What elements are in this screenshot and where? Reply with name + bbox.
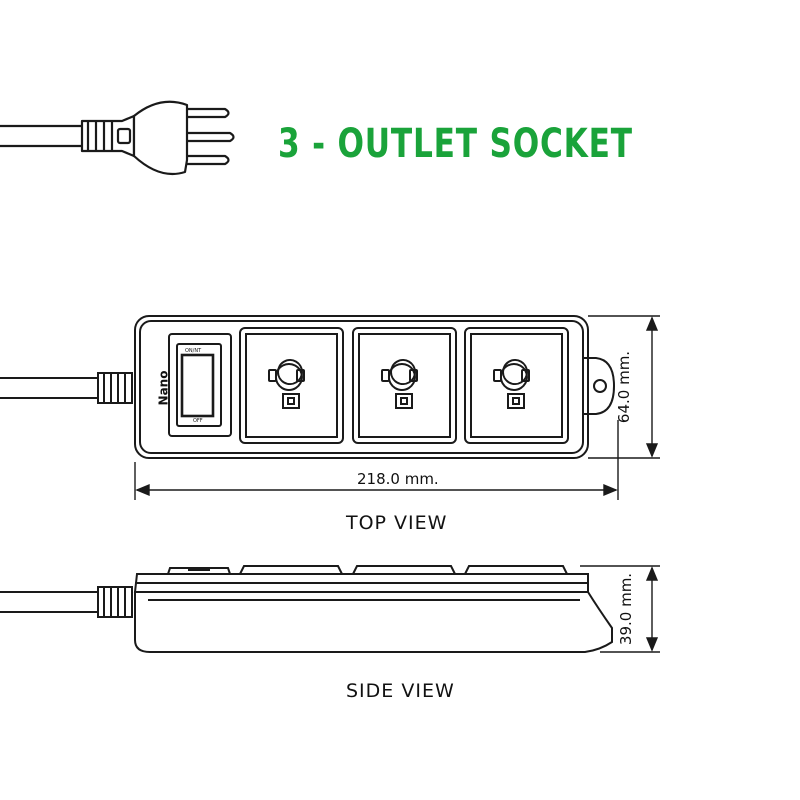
side-view-dimensions [580,565,660,653]
switch-off-label: OFF [193,418,203,424]
power-cord-icon [0,372,133,404]
power-switch-icon [168,333,232,437]
plug-icon [0,100,235,176]
top-view-label: TOP VIEW [346,512,448,534]
strip-body-inner [139,320,584,454]
top-view-dimensions [134,315,660,500]
outlet-1 [239,327,344,444]
height-dimension-label: 64.0 mm. [615,350,634,424]
side-view [0,565,613,653]
width-dimension-label: 218.0 mm. [357,470,439,488]
brand-label: Nano [156,370,171,406]
mounting-hole-icon [583,357,616,415]
switch-on-label: ON/NT [185,348,202,354]
side-view-label: SIDE VIEW [346,680,455,702]
top-view [0,315,616,459]
outlet-2 [352,327,457,444]
side-height-dimension-label: 39.0 mm. [617,572,636,646]
strip-body-outer [134,315,589,459]
diagram-title: 3 - OUTLET SOCKET [278,121,633,167]
side-power-cord-icon [0,586,133,618]
outlet-3 [464,327,569,444]
